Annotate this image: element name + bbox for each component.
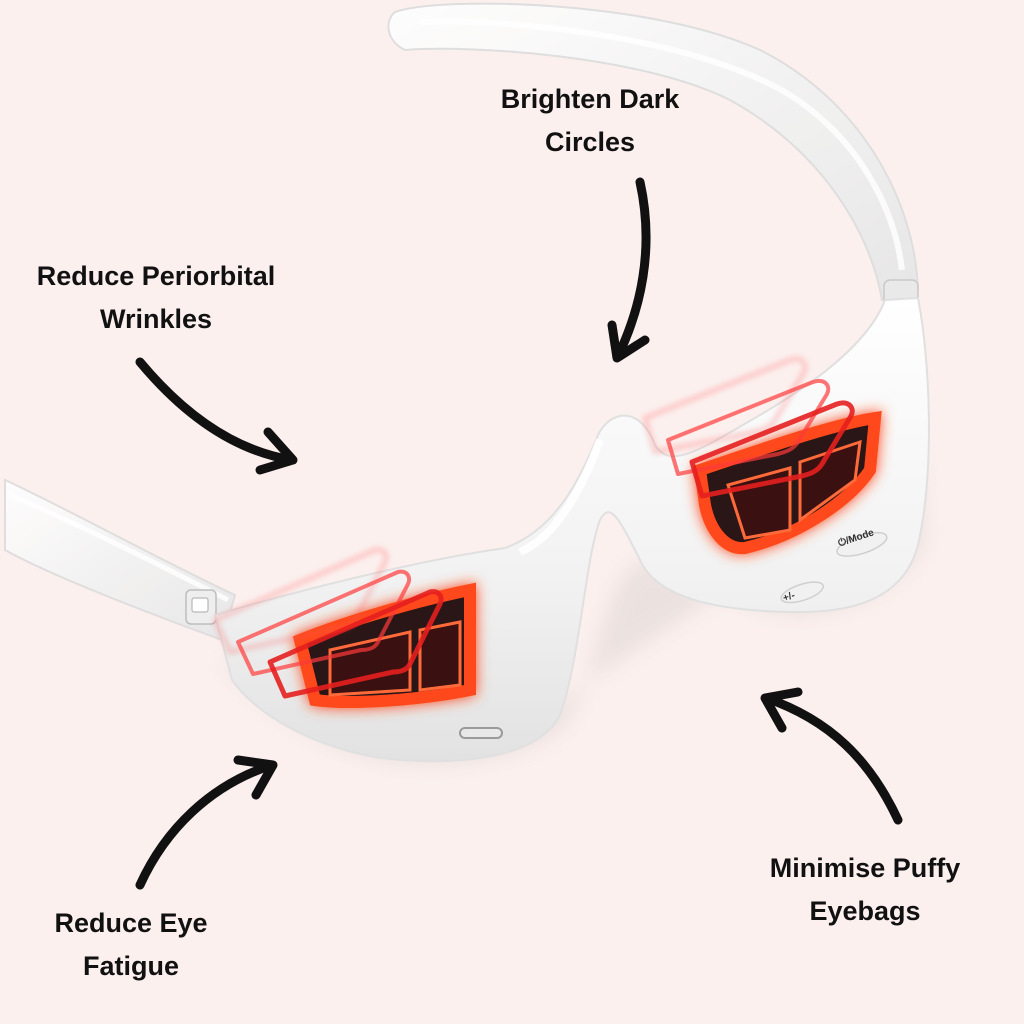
arrow-brighten bbox=[607, 177, 651, 363]
label-line: Reduce Eye bbox=[54, 908, 208, 938]
left-light-waves bbox=[213, 547, 444, 699]
label-reduce-eye-fatigue: Reduce Eye Fatigue bbox=[26, 902, 236, 988]
charging-port bbox=[459, 727, 503, 739]
label-brighten-dark-circles: Brighten Dark Circles bbox=[465, 78, 715, 164]
label-line: Minimise Puffy bbox=[769, 853, 961, 883]
arrow-eyebags bbox=[760, 687, 903, 825]
plus-minus-label: +/- bbox=[782, 590, 797, 604]
label-line: Circles bbox=[544, 127, 636, 157]
label-line: Brighten Dark bbox=[500, 84, 680, 114]
label-minimise-eyebags: Minimise Puffy Eyebags bbox=[740, 847, 990, 933]
left-light-panel bbox=[292, 582, 476, 708]
label-line: Fatigue bbox=[82, 951, 179, 981]
label-line: Wrinkles bbox=[99, 304, 213, 334]
right-light-waves bbox=[643, 357, 855, 499]
arrow-fatigue bbox=[135, 755, 278, 890]
label-reduce-wrinkles: Reduce Periorbital Wrinkles bbox=[6, 255, 306, 341]
left-temple-arm bbox=[4, 478, 237, 642]
arrow-wrinkles bbox=[135, 357, 298, 475]
label-line: Eyebags bbox=[809, 896, 921, 926]
label-line: Reduce Periorbital bbox=[36, 261, 276, 291]
plus-minus-button[interactable]: +/- bbox=[779, 578, 826, 607]
